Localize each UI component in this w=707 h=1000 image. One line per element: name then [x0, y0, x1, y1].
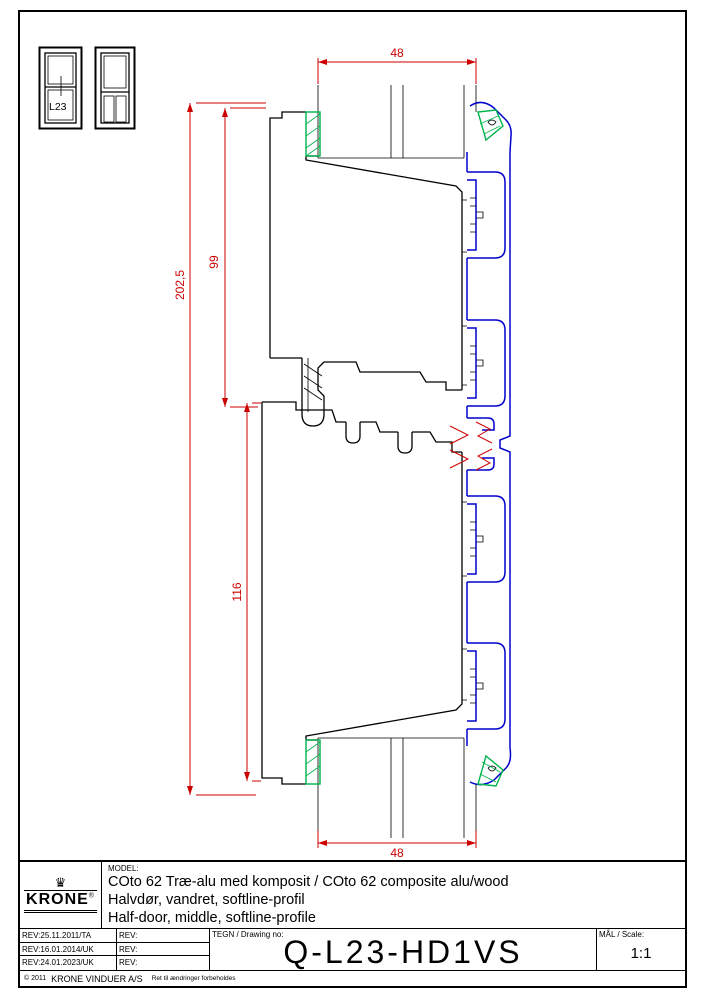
model-line-2: Halvdør, vandret, softline-profil: [108, 892, 305, 908]
aluminium-cladding: [466, 101, 512, 786]
title-block-info-row: REV:25.11.2011/TA REV: REV:16.01.2014/UK…: [20, 929, 685, 970]
scale-value: 1:1: [630, 945, 652, 962]
dim-lower-height-label: 116: [230, 582, 244, 601]
wood-profile: [261, 111, 467, 785]
door-elevation-icon: [94, 46, 136, 130]
revision-table: REV:25.11.2011/TA REV: REV:16.01.2014/UK…: [20, 929, 210, 970]
title-block-model-row: ♛ KRONE® MODEL: COto 62 Træ-alu med komp…: [20, 862, 685, 929]
krone-logo: ♛ KRONE®: [20, 862, 102, 928]
title-block: ♛ KRONE® MODEL: COto 62 Træ-alu med komp…: [20, 860, 685, 986]
model-cell: MODEL: COto 62 Træ-alu med komposit / CO…: [102, 862, 685, 928]
meeting-seal-arrows: [449, 421, 493, 471]
model-line-1: COto 62 Træ-alu med komposit / COto 62 c…: [108, 874, 509, 890]
drawing-number: Q-L23-HD1VS: [283, 934, 523, 970]
copyright-company: KRONE VINDUER A/S: [51, 973, 143, 984]
dim-upper-height-label: 99: [207, 255, 221, 269]
revision-2-extra: REV:: [117, 942, 210, 957]
drawing-number-cell: TEGN / Drawing no: Q-L23-HD1VS: [210, 929, 597, 970]
logo-text: KRONE®: [24, 890, 97, 913]
model-label: MODEL:: [108, 864, 139, 873]
dim-total-height-label: 202,5: [173, 270, 187, 300]
section-key-thumbnails: L23: [38, 46, 136, 130]
glazing-lines: [317, 85, 477, 838]
copyright-note: Ret til ændringer forbeholdes: [151, 975, 236, 982]
revision-3-extra: REV:: [117, 956, 210, 970]
crown-icon: ♛: [54, 875, 67, 890]
model-line-3: Half-door, middle, softline-profile: [108, 910, 316, 926]
scale-cell: MÅL / Scale: 1:1: [597, 929, 685, 970]
copyright-row: © 2011 KRONE VINDUER A/S Ret til ændring…: [20, 970, 685, 986]
half-door-icon: L23: [38, 46, 83, 130]
revision-1-extra: REV:: [117, 929, 210, 943]
scale-label: MÅL / Scale:: [599, 930, 645, 939]
registered-mark: ®: [88, 892, 95, 900]
drawing-area: L23: [20, 12, 685, 860]
dimension-annotations: 48 99 202,5 116 48: [173, 46, 477, 860]
revision-2-date: REV:16.01.2014/UK: [20, 942, 117, 957]
drawing-number-label: TEGN / Drawing no:: [212, 930, 284, 939]
revision-1-date: REV:25.11.2011/TA: [20, 929, 117, 943]
gaskets: [305, 109, 504, 787]
dim-bottom-width-label: 48: [390, 846, 404, 860]
revision-3-date: REV:24.01.2023/UK: [20, 956, 117, 970]
profile-section-svg: L23: [38, 46, 512, 860]
section-label: L23: [49, 101, 67, 113]
dim-top-width-label: 48: [390, 46, 404, 60]
drawing-sheet: L23: [18, 10, 687, 988]
copyright-prefix: © 2011: [24, 975, 47, 982]
